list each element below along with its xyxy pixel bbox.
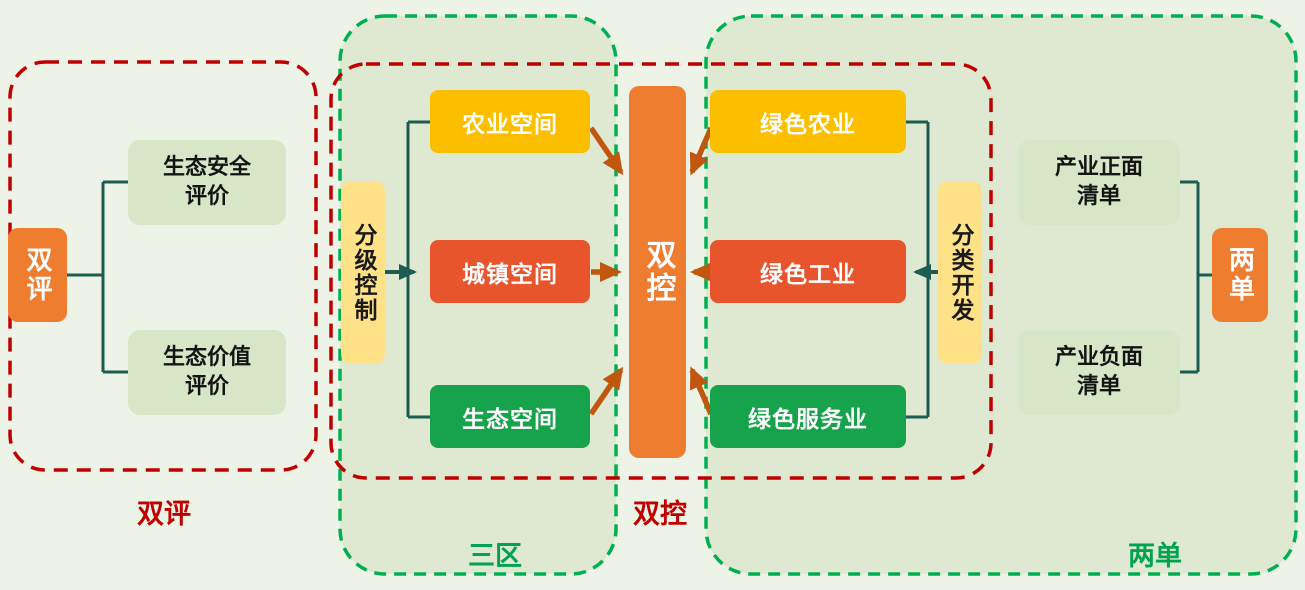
node-agricultural-space: 农业空间	[430, 90, 590, 153]
node-urban-space: 城镇空间	[430, 240, 590, 303]
arrow-green-service	[689, 366, 714, 416]
node-dual-evaluation-hub: 双评	[8, 228, 67, 322]
arrows-into-dual-control	[588, 126, 714, 416]
node-industry-negative-list: 产业负面 清单	[1018, 330, 1180, 415]
connector-brackets	[67, 120, 1212, 419]
node-graded-control: 分级控制	[341, 181, 385, 364]
node-eco-value-evaluation: 生态价值 评价	[128, 330, 286, 415]
zone-dual-control	[329, 62, 993, 480]
node-industry-positive-list: 产业正面 清单	[1018, 140, 1180, 225]
node-classified-development: 分类开发	[938, 181, 982, 364]
arrow-green-agri	[689, 126, 714, 176]
node-two-lists-hub: 两单	[1212, 228, 1268, 322]
caption-two-lists: 两单	[1128, 541, 1182, 572]
node-green-agriculture: 绿色农业	[710, 90, 906, 153]
node-green-service-industry: 绿色服务业	[710, 385, 906, 448]
node-dual-control-hub: 双控	[629, 86, 686, 458]
node-ecological-space: 生态空间	[430, 385, 590, 448]
node-green-industry: 绿色工业	[710, 240, 906, 303]
arrow-eco-space	[588, 366, 624, 416]
caption-dual-evaluation: 双评	[137, 499, 191, 530]
zone-dual-evaluation	[8, 60, 318, 472]
caption-dual-control: 双控	[633, 499, 687, 530]
node-eco-security-evaluation: 生态安全 评价	[128, 140, 286, 225]
arrow-agri-space	[588, 126, 624, 176]
caption-three-zones: 三区	[468, 541, 522, 572]
